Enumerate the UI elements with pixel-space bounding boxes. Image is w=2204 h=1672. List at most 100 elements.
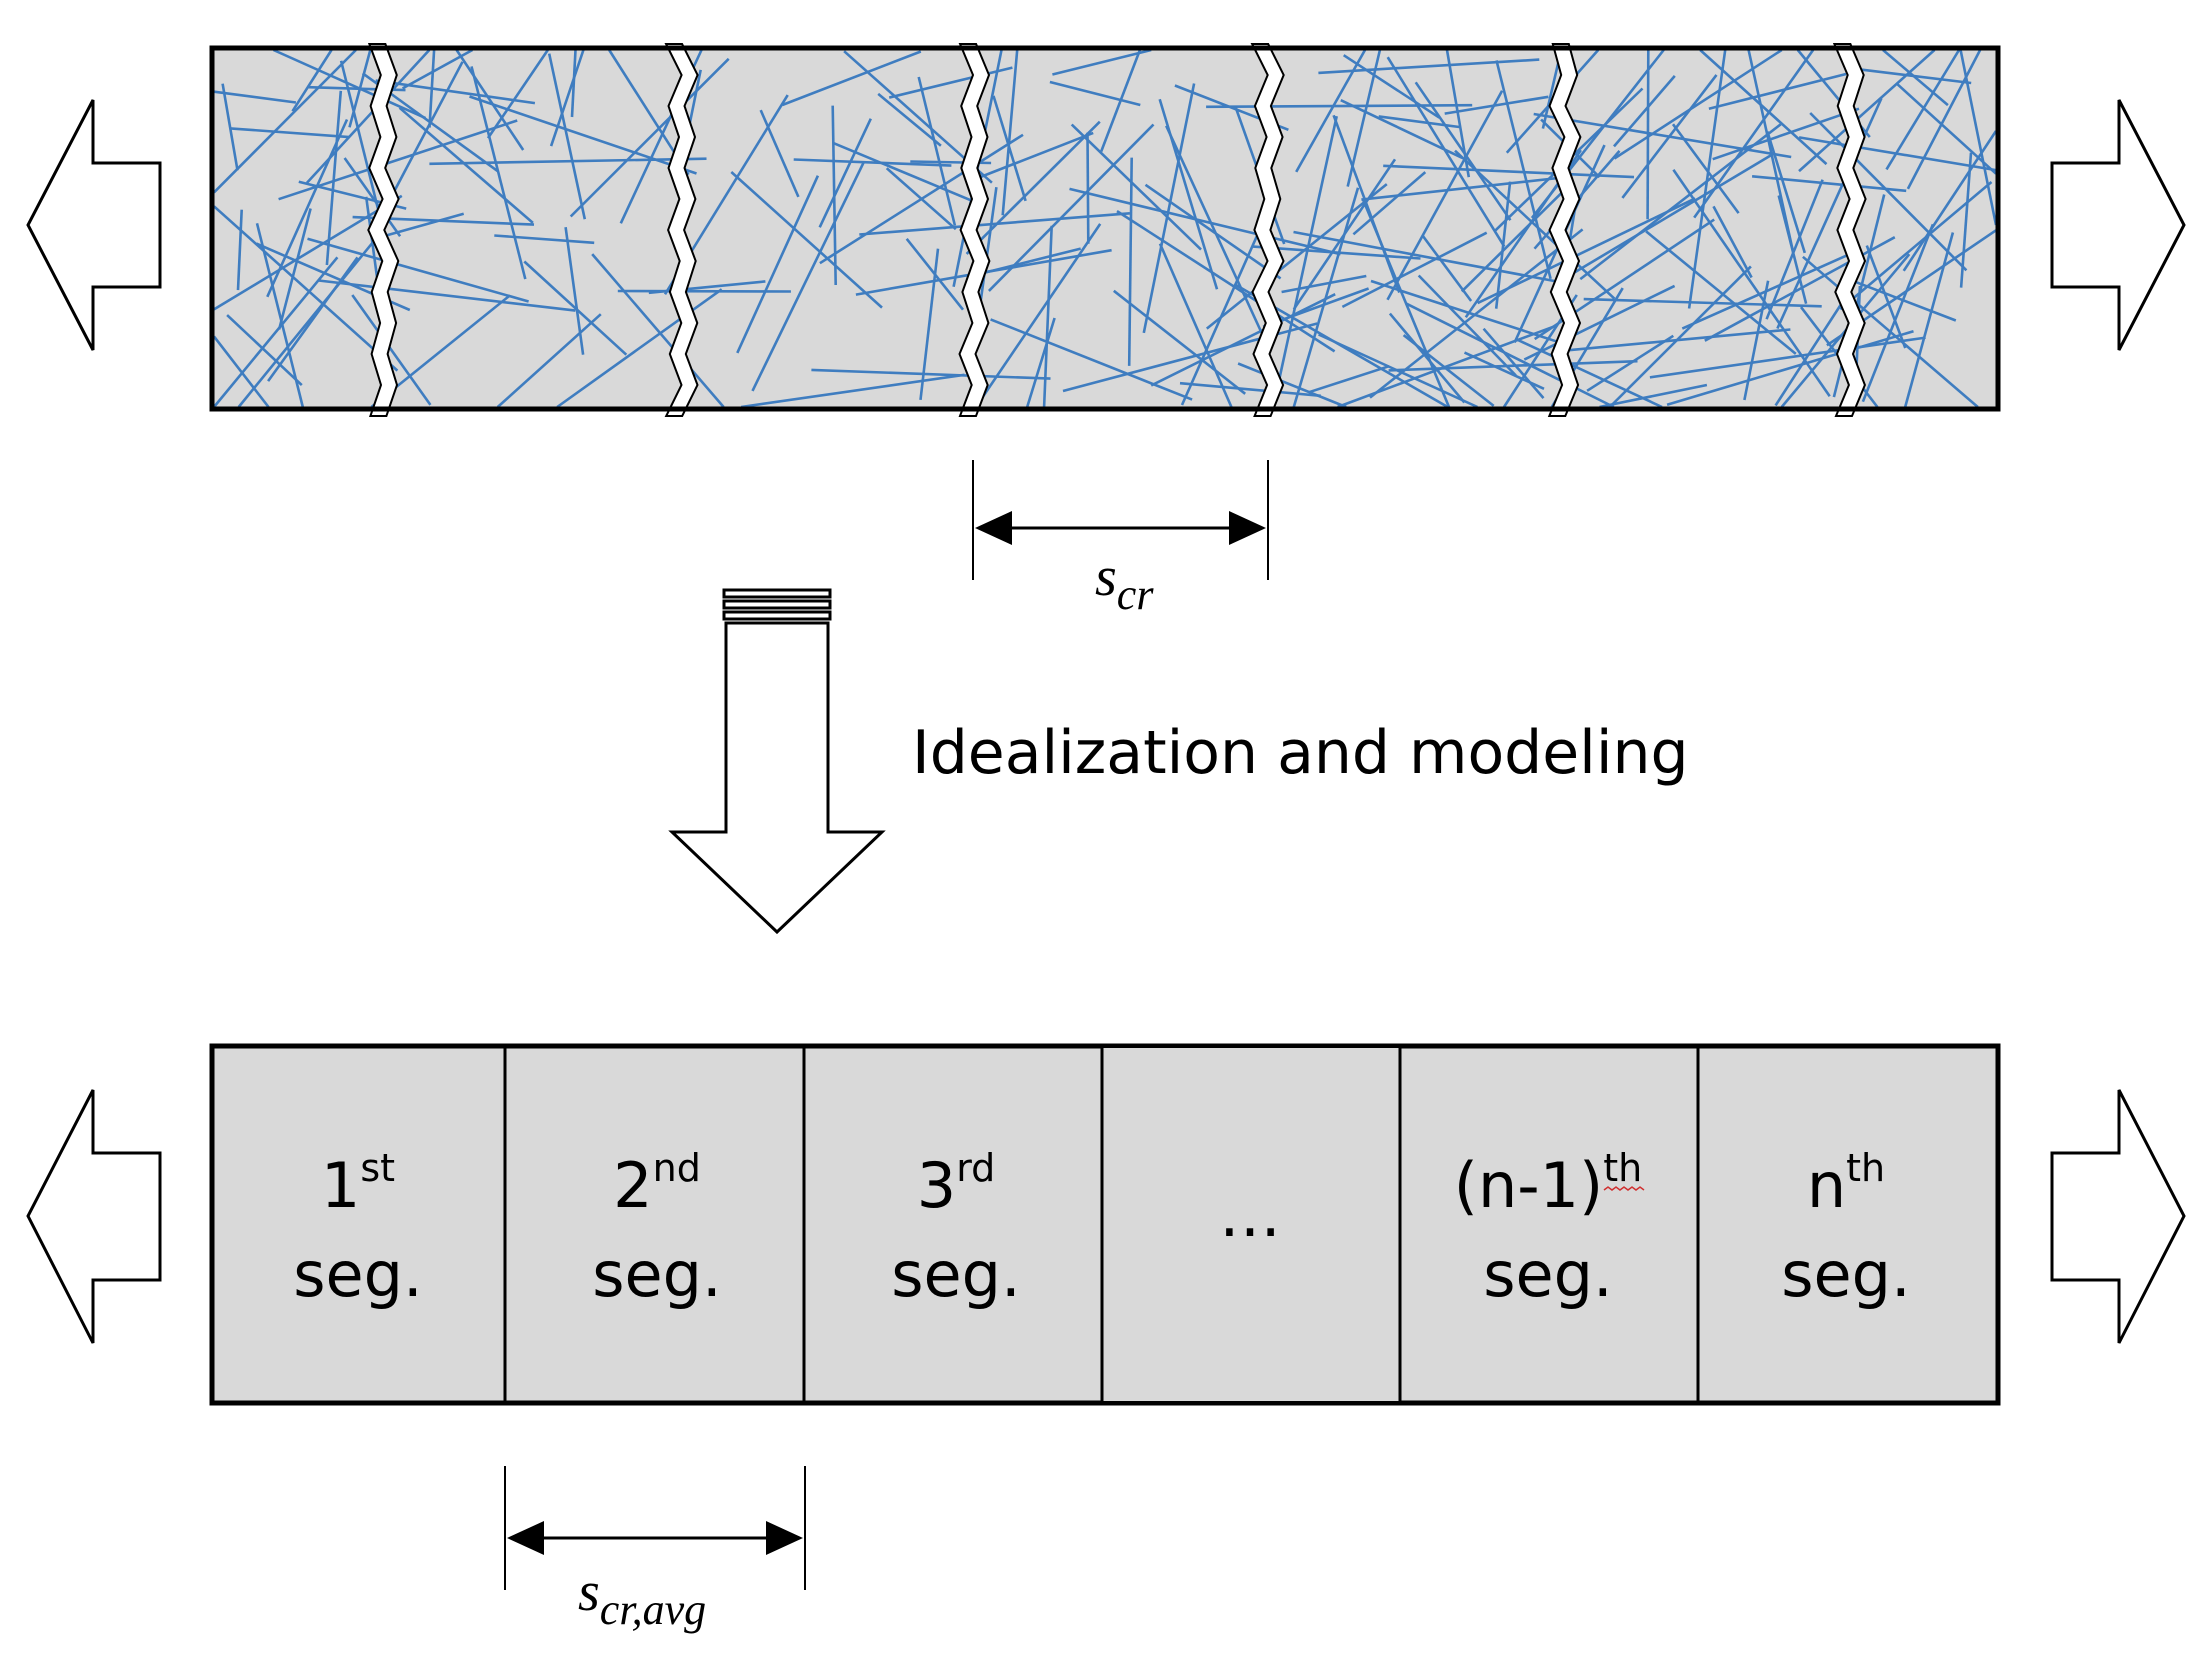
- crack-gap: [664, 43, 699, 417]
- fiber: [1608, 265, 1752, 408]
- fiber: [1112, 289, 1247, 395]
- fiber: [1378, 115, 1460, 129]
- crack-gap: [1250, 43, 1285, 417]
- fiber: [1388, 312, 1466, 404]
- fiber: [1765, 179, 1824, 320]
- fiber: [1318, 58, 1540, 75]
- fiber: [212, 335, 270, 408]
- fiber: [226, 314, 303, 387]
- fiber: [1687, 49, 1727, 309]
- segment-sublabel: seg.: [1483, 1238, 1613, 1311]
- fiber: [1142, 83, 1196, 334]
- fiber: [1049, 80, 1141, 107]
- fiber: [1494, 181, 1512, 309]
- fiber: [1646, 49, 1650, 220]
- fiber: [1293, 230, 1558, 283]
- segment-3: 3rd seg.: [891, 1146, 1021, 1311]
- fiber: [1599, 383, 1708, 409]
- fiber: [1179, 381, 1321, 398]
- fiber: [570, 49, 577, 118]
- fiber: [1751, 175, 1907, 193]
- fiber: [1340, 99, 1463, 160]
- fiber: [523, 260, 628, 356]
- fiber: [1460, 187, 1567, 293]
- fiber: [1205, 183, 1388, 330]
- fiber: [1444, 95, 1549, 115]
- segment-label: 1st: [321, 1146, 395, 1222]
- fiber: [1882, 49, 1949, 107]
- fiber: [318, 279, 576, 312]
- segment-n: nth seg.: [1781, 1146, 1911, 1311]
- crack-gap: [1832, 43, 1867, 417]
- fiber: [236, 209, 243, 291]
- fiber: [1495, 60, 1552, 280]
- segment-1: 1st seg.: [293, 1146, 423, 1311]
- fiber: [1959, 152, 1973, 288]
- fiber: [1463, 351, 1545, 390]
- fiber: [1861, 223, 1935, 403]
- fiber: [230, 127, 350, 139]
- fiber: [730, 171, 883, 309]
- fiber: [1895, 82, 1997, 175]
- fiber: [877, 92, 942, 147]
- fiber: [1352, 171, 1427, 236]
- fiber: [1903, 232, 1955, 408]
- segment-label: 3rd: [917, 1146, 996, 1222]
- fiber: [1253, 245, 1421, 260]
- fiber: [1666, 329, 1914, 406]
- segment-label: …: [1219, 1178, 1281, 1251]
- fiber: [793, 158, 952, 167]
- fiber: [549, 49, 585, 147]
- fiber: [1559, 328, 1791, 353]
- spellcheck-squiggle: [1603, 1186, 1645, 1191]
- fiber: [1308, 364, 1390, 394]
- fiber: [1158, 98, 1219, 290]
- fiber: [740, 373, 965, 409]
- fiber: [343, 157, 402, 237]
- fiber: [1237, 362, 1347, 409]
- fiber: [1158, 243, 1233, 408]
- fiber: [564, 227, 585, 355]
- crack-gap: [1547, 43, 1582, 417]
- fiber: [375, 79, 536, 105]
- fiber: [1070, 123, 1202, 251]
- fiber: [351, 294, 432, 406]
- fiber: [390, 61, 464, 198]
- fiber: [1405, 302, 1615, 409]
- fiber: [833, 142, 982, 206]
- fiber: [213, 90, 297, 104]
- fiber: [213, 194, 403, 311]
- fiber: [1361, 198, 1451, 408]
- fiber: [1681, 254, 1848, 330]
- fiber: [213, 205, 399, 372]
- fiber: [1613, 48, 1783, 160]
- fiber: [1564, 154, 1772, 280]
- fiber: [1523, 284, 1676, 361]
- fiber: [1712, 107, 1860, 161]
- fiber: [888, 66, 1013, 99]
- fiber: [291, 49, 333, 112]
- fiber: [859, 212, 1131, 236]
- fiber: [1712, 205, 1753, 279]
- fiber: [992, 95, 1027, 202]
- fiber: [1001, 49, 1019, 216]
- fiber: [919, 248, 940, 401]
- fiber: [348, 49, 372, 128]
- fiber: [759, 109, 800, 198]
- fiber: [1180, 209, 1270, 406]
- fiber: [237, 237, 377, 408]
- fiber: [811, 368, 1051, 380]
- fiber: [496, 313, 602, 408]
- segment-sublabel: seg.: [592, 1238, 722, 1311]
- fiber: [1766, 131, 1807, 254]
- fiber: [1150, 293, 1336, 387]
- fiber: [1708, 72, 1847, 111]
- fiber: [1369, 228, 1584, 399]
- fiber: [1165, 125, 1265, 337]
- fiber: [1386, 90, 1504, 301]
- fiber: [455, 49, 525, 151]
- fiber: [990, 318, 1193, 401]
- hollow-right-arrow-icon: [2050, 1089, 2186, 1344]
- crack-gap: [367, 43, 400, 417]
